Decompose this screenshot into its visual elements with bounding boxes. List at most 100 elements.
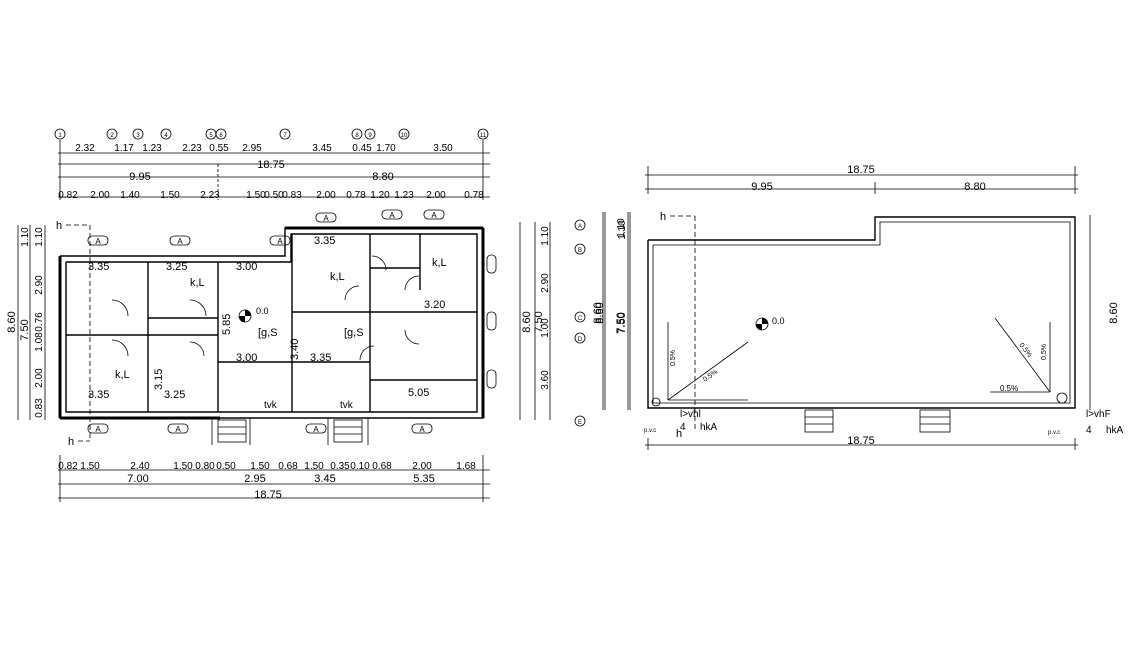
- svg-text:0.5%: 0.5%: [1041, 344, 1048, 360]
- grid-bubble: 7: [279, 128, 291, 140]
- svg-text:18.75: 18.75: [254, 489, 282, 501]
- grid-bubble: B: [574, 243, 586, 255]
- room-label: k,L: [115, 369, 130, 381]
- svg-text:0.35: 0.35: [330, 461, 350, 472]
- svg-text:2.00: 2.00: [412, 461, 432, 472]
- svg-text:3.00: 3.00: [236, 352, 257, 364]
- grid-bubble: 5: [205, 128, 217, 140]
- svg-text:1.40: 1.40: [120, 190, 140, 201]
- roof-stairs: [804, 409, 951, 433]
- svg-text:h: h: [660, 211, 666, 223]
- window-tag: A: [381, 209, 403, 220]
- svg-text:2.00: 2.00: [316, 190, 336, 201]
- roof-right-dimensions: 8.60: [1089, 215, 1120, 410]
- svg-text:1.10: 1.10: [616, 218, 627, 238]
- room-label: k,L: [432, 257, 447, 269]
- roof-top-dimensions: 18.75 9.95 8.80: [645, 164, 1078, 194]
- grid-bubble: 11: [477, 128, 489, 140]
- svg-text:A: A: [419, 425, 425, 434]
- svg-text:1.00: 1.00: [540, 318, 551, 338]
- svg-text:A: A: [323, 214, 329, 223]
- svg-text:A: A: [578, 224, 582, 230]
- svg-text:6: 6: [219, 133, 223, 139]
- roof-bottom-dimension: 18.75: [645, 435, 1078, 450]
- svg-text:3.35: 3.35: [88, 389, 109, 401]
- svg-text:A: A: [177, 237, 183, 246]
- svg-text:3.45: 3.45: [314, 473, 335, 485]
- window-tag: A: [411, 423, 433, 434]
- svg-text:1.10: 1.10: [34, 227, 45, 247]
- svg-text:0.0: 0.0: [256, 306, 269, 316]
- room-label: tvk: [264, 400, 278, 411]
- svg-text:0.82: 0.82: [58, 461, 78, 472]
- svg-text:0.55: 0.55: [209, 143, 229, 154]
- svg-text:7: 7: [283, 133, 287, 139]
- svg-text:0.0: 0.0: [772, 316, 785, 326]
- window-tag: A: [305, 423, 327, 434]
- room-label: k,L: [330, 271, 345, 283]
- svg-text:0.50: 0.50: [216, 461, 236, 472]
- svg-text:5.85: 5.85: [221, 314, 233, 335]
- svg-text:3: 3: [136, 133, 140, 139]
- svg-text:7.50: 7.50: [19, 319, 31, 340]
- svg-text:A: A: [95, 237, 101, 246]
- svg-text:0.5%: 0.5%: [1017, 342, 1032, 359]
- svg-text:3.50: 3.50: [433, 143, 453, 154]
- svg-text:7.00: 7.00: [127, 473, 148, 485]
- svg-text:10: 10: [401, 133, 408, 139]
- svg-text:hkA: hkA: [1106, 425, 1124, 436]
- grid-bubble: 1: [54, 128, 66, 140]
- svg-text:2.00: 2.00: [90, 190, 110, 201]
- svg-text:2.00: 2.00: [34, 368, 45, 388]
- svg-text:h: h: [68, 436, 74, 448]
- svg-text:2.90: 2.90: [34, 275, 45, 295]
- svg-text:1.70: 1.70: [376, 143, 396, 154]
- svg-text:3.40: 3.40: [289, 339, 301, 360]
- svg-text:h: h: [676, 428, 682, 440]
- bottom-dimensions: 0.82 1.50 2.40 1.50 0.80 0.50 1.50 0.68 …: [58, 455, 490, 502]
- svg-text:7.50: 7.50: [615, 312, 627, 333]
- svg-text:4: 4: [164, 133, 168, 139]
- room-label: [g,S: [344, 327, 364, 339]
- svg-text:5.05: 5.05: [408, 387, 429, 399]
- room-label: tvk: [340, 400, 354, 411]
- roof-left-dimensions: 1.10 7.50 8.60: [592, 212, 629, 410]
- svg-text:3.25: 3.25: [166, 261, 187, 273]
- svg-text:0.50: 0.50: [264, 190, 284, 201]
- svg-text:p.v.c: p.v.c: [1048, 430, 1060, 436]
- svg-text:1.08: 1.08: [34, 332, 45, 352]
- svg-text:2.40: 2.40: [130, 461, 150, 472]
- ground-floor-plan: 1 2 3 4 5 6 7 8 9 10 11 2.32 1.17 1.23 2…: [6, 128, 631, 502]
- svg-text:3.35: 3.35: [310, 352, 331, 364]
- window-tag: A: [87, 423, 109, 434]
- grid-bubble: 9: [364, 128, 376, 140]
- svg-text:2.32: 2.32: [75, 143, 95, 154]
- svg-text:2.23: 2.23: [182, 143, 202, 154]
- svg-text:A: A: [313, 425, 319, 434]
- grid-bubble: D: [574, 332, 586, 344]
- roof-section-marker: h h: [660, 211, 696, 440]
- grid-bubble: A: [574, 219, 586, 231]
- svg-text:2.23: 2.23: [200, 190, 220, 201]
- svg-text:0.68: 0.68: [278, 461, 298, 472]
- svg-text:2.00: 2.00: [426, 190, 446, 201]
- svg-text:0.76: 0.76: [34, 312, 45, 332]
- svg-text:9: 9: [368, 133, 372, 139]
- svg-text:18.75: 18.75: [847, 435, 875, 447]
- svg-text:8: 8: [355, 133, 359, 139]
- grid-bubbles-top: 1 2 3 4 5 6 7 8 9 10 11: [54, 128, 489, 140]
- room-label: [g,S: [258, 327, 278, 339]
- svg-text:1.20: 1.20: [370, 190, 390, 201]
- window-tag: [486, 311, 497, 331]
- svg-text:3.00: 3.00: [236, 261, 257, 273]
- window-tag: A: [167, 423, 189, 434]
- level-marker: 0.0: [238, 306, 269, 323]
- window-tag: A: [423, 209, 445, 220]
- svg-text:1.50: 1.50: [250, 461, 270, 472]
- svg-text:7.50: 7.50: [533, 311, 545, 332]
- svg-text:A: A: [277, 237, 283, 246]
- roof-outline: [647, 216, 1076, 409]
- window-tag: A: [169, 235, 191, 246]
- window-tags: A A A A A A A A A A: [87, 209, 497, 434]
- svg-text:1.10: 1.10: [540, 226, 551, 246]
